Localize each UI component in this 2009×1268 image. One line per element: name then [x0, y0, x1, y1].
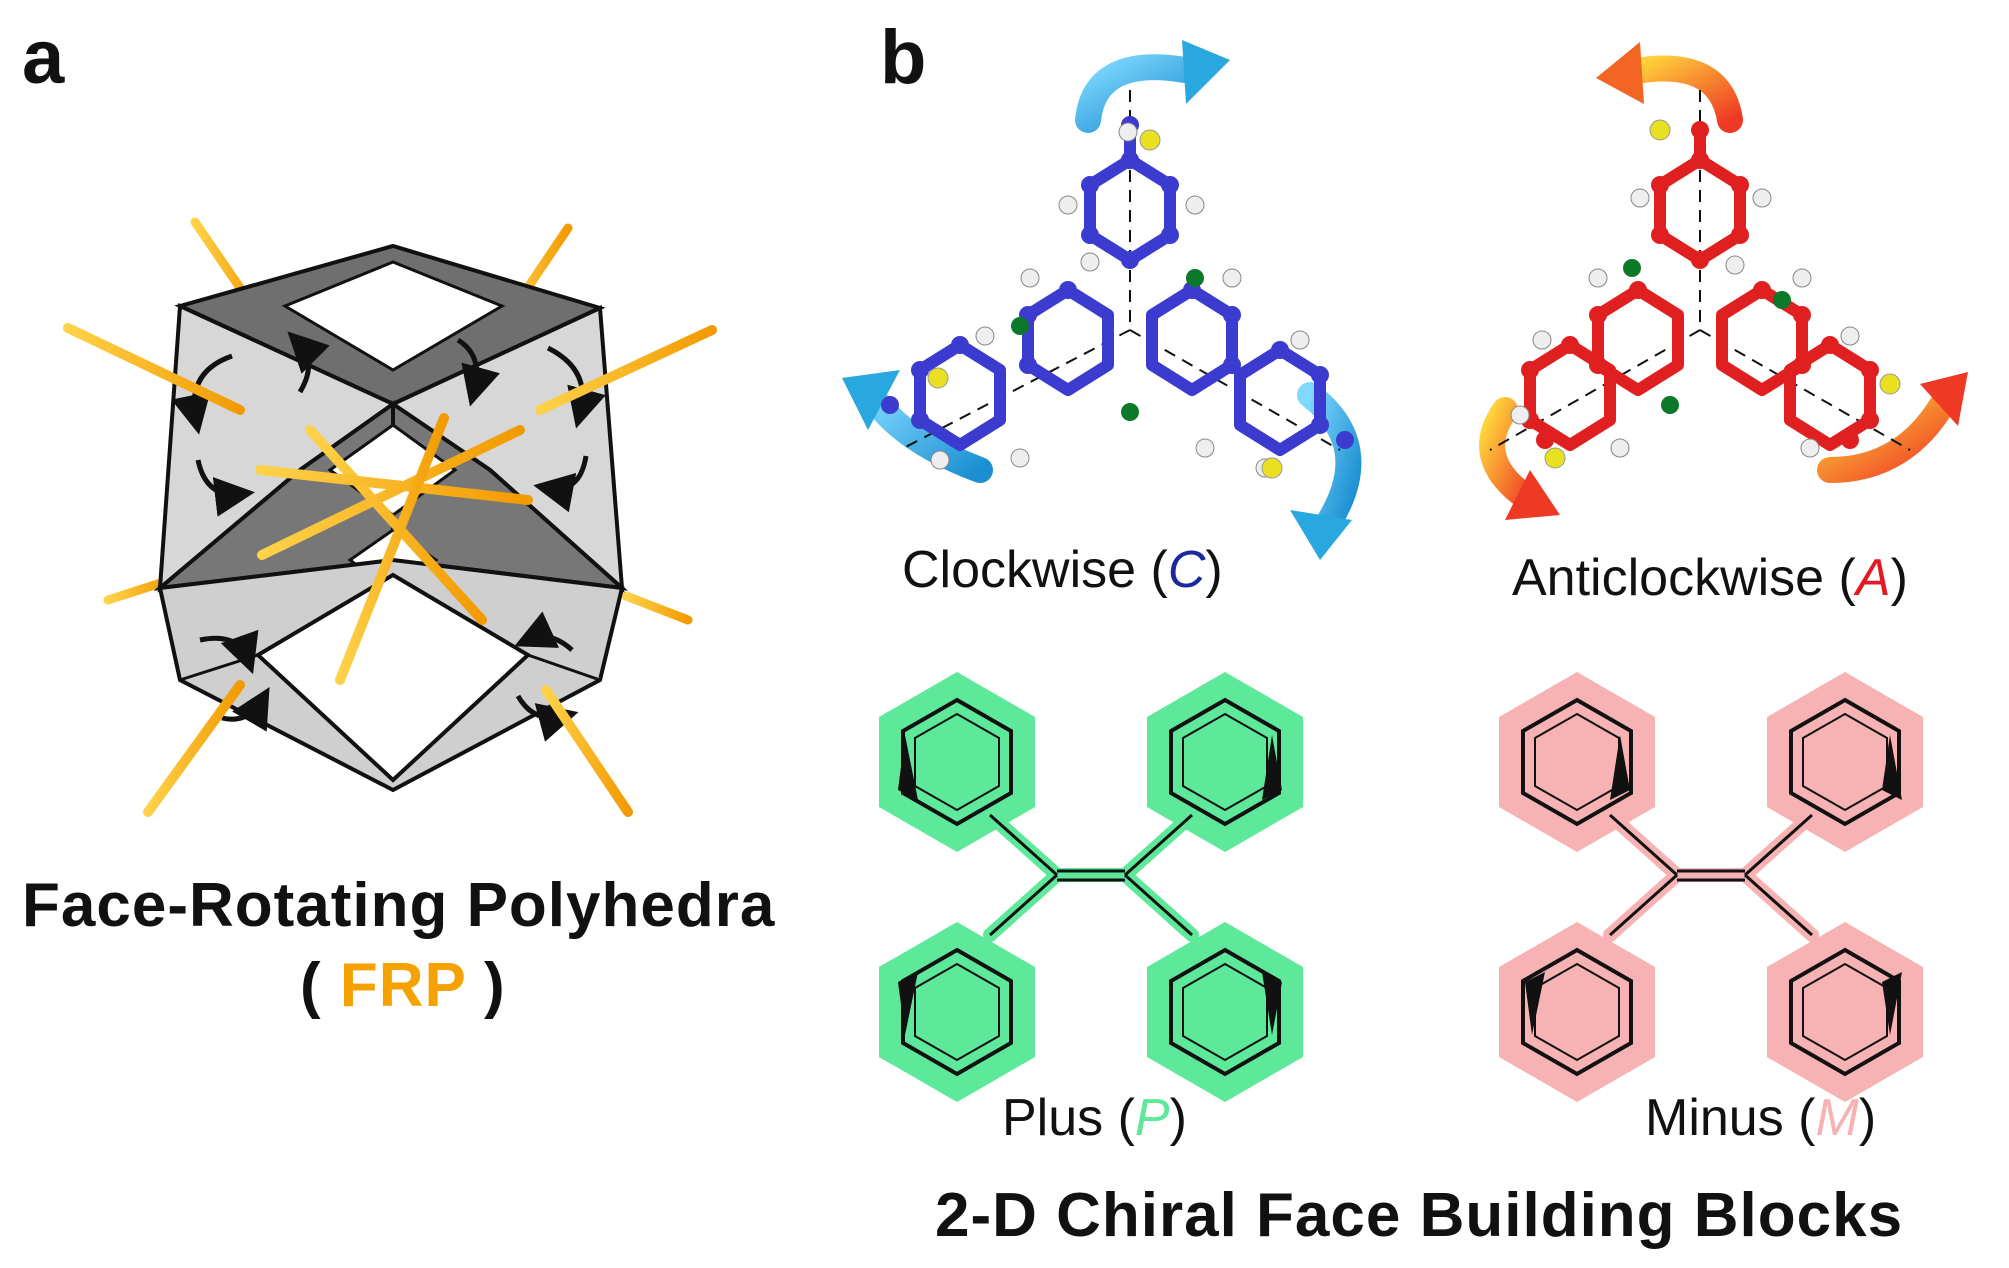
anticlockwise-close: )	[1890, 549, 1908, 607]
abbr-open: (	[300, 951, 340, 1020]
anticlockwise-symbol: A	[1855, 549, 1891, 607]
clockwise-label: Clockwise (C)	[902, 540, 1223, 600]
plus-label: Plus (P)	[1002, 1088, 1187, 1148]
minus-close: )	[1858, 1089, 1877, 1147]
minus-symbol: M	[1815, 1089, 1859, 1147]
anticlockwise-molecule	[1479, 42, 1968, 520]
panel-b-footer: 2-D Chiral Face Building Blocks	[935, 1181, 1904, 1250]
minus-label: Minus (M)	[1645, 1088, 1876, 1148]
clockwise-word: Clockwise (	[902, 541, 1168, 599]
plus-symbol: P	[1134, 1089, 1170, 1147]
abbr-close: )	[465, 951, 506, 1020]
minus-tetraphenylethylene	[1499, 672, 1923, 1102]
plus-tetraphenylethylene	[879, 672, 1303, 1102]
minus-word: Minus (	[1645, 1089, 1816, 1147]
panel-a-letter: a	[22, 15, 65, 100]
abbr-text: FRP	[339, 951, 466, 1020]
plus-close: )	[1169, 1089, 1187, 1147]
clockwise-molecule	[842, 40, 1362, 560]
clockwise-close: )	[1205, 541, 1223, 599]
plus-word: Plus (	[1002, 1089, 1135, 1147]
panel-b-letter: b	[880, 15, 927, 100]
panel-a-abbr-line: ( FRP )	[300, 950, 506, 1021]
panel-a-title: Face-Rotating Polyhedra	[22, 871, 776, 940]
anticlockwise-label: Anticlockwise (A)	[1512, 548, 1908, 608]
face-rotating-polyhedron	[63, 217, 717, 817]
clockwise-symbol: C	[1167, 541, 1206, 599]
anticlockwise-word: Anticlockwise (	[1512, 549, 1856, 607]
